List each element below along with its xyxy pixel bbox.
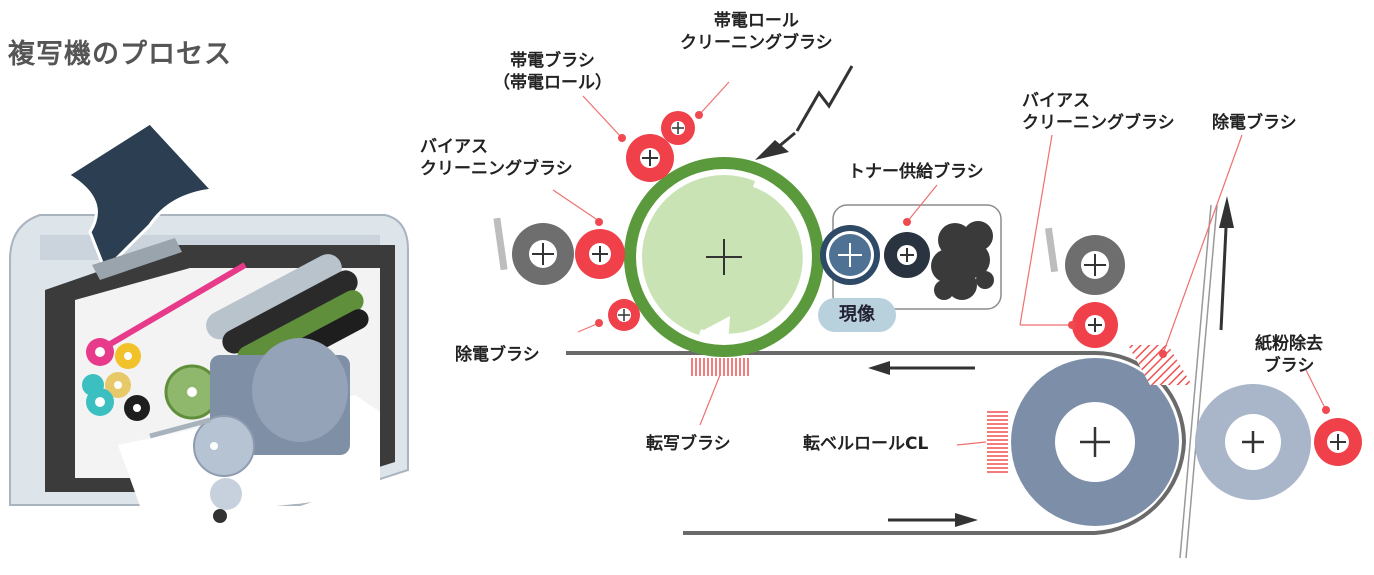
bias-cleaning-brush-right <box>1072 302 1118 348</box>
label-belt-roll-cl: 転ベルロールCL <box>803 434 929 454</box>
toner-supply-brush <box>884 232 930 278</box>
label-paper-dust-line1: 紙粉除去 <box>1255 334 1323 354</box>
label-paper-dust-line2: ブラシ <box>1263 356 1315 376</box>
label-bias-right-line2: クリーニングブラシ <box>1022 113 1175 133</box>
label-bias-left-line1: バイアス <box>420 137 488 157</box>
label-bias-right-line1: バイアス <box>1022 91 1090 111</box>
toner-cloud <box>931 221 994 300</box>
label-bias-cleaning-brush-left: バイアス クリーニングブラシ <box>420 136 573 180</box>
label-charge-brush: 帯電ブラシ （帯電ロール） <box>493 50 612 94</box>
paper-up-arrow <box>1219 196 1234 331</box>
transfer-brush-hatch <box>690 358 752 376</box>
developer-roller <box>820 225 880 285</box>
paper-guide-line-b <box>1185 204 1218 559</box>
cleaning-blade-right <box>1044 227 1059 273</box>
paper-dust-brush <box>1314 418 1362 466</box>
charge-brush <box>626 134 674 182</box>
label-transfer-brush: 転写ブラシ <box>646 434 731 454</box>
label-discharge-brush-left: 除電ブラシ <box>455 345 540 365</box>
page-title: 複写機のプロセス <box>8 39 232 70</box>
label-bias-left-line2: クリーニングブラシ <box>420 159 573 179</box>
gray-roller-right <box>1065 235 1125 295</box>
label-charge-brush-line2: （帯電ロール） <box>493 73 612 93</box>
label-bias-cleaning-brush-right: バイアス クリーニングブラシ <box>1022 90 1175 134</box>
leader-dots <box>595 111 1330 414</box>
discharge-brush-left <box>608 299 640 331</box>
bias-cleaning-brush-left <box>575 229 625 279</box>
label-charge-roll-line2: クリーニングブラシ <box>680 33 833 53</box>
label-development: 現像 <box>818 298 896 332</box>
belt-right-curve <box>1094 351 1187 535</box>
copier-illustration <box>9 121 409 523</box>
label-charge-roll-line1: 帯電ロール <box>713 11 799 31</box>
paper-roll <box>1195 384 1311 500</box>
label-discharge-brush-right: 除電ブラシ <box>1212 113 1297 133</box>
discharge-brush-right-hatch <box>1128 345 1192 385</box>
paper-guide-line-a <box>1179 204 1212 559</box>
belt-arrow-right <box>888 513 978 527</box>
belt-roll <box>1011 358 1179 526</box>
label-toner-supply-brush: トナー供給ブラシ <box>848 162 984 182</box>
gray-roller-left <box>512 223 574 285</box>
belt-roll-cleaner-hatch <box>987 411 1008 473</box>
exposure-arrow <box>755 65 854 160</box>
photoreceptor-drum <box>624 157 824 357</box>
cleaning-blade-left <box>493 217 508 271</box>
label-paper-dust-brush: 紙粉除去 ブラシ <box>1255 333 1323 377</box>
belt-arrow-left <box>868 361 975 375</box>
leader-lines <box>552 81 1327 446</box>
label-charge-roll-cleaning-brush: 帯電ロール クリーニングブラシ <box>680 10 833 54</box>
label-charge-brush-line1: 帯電ブラシ <box>510 51 595 71</box>
charge-roll-cleaning-brush <box>661 111 695 145</box>
